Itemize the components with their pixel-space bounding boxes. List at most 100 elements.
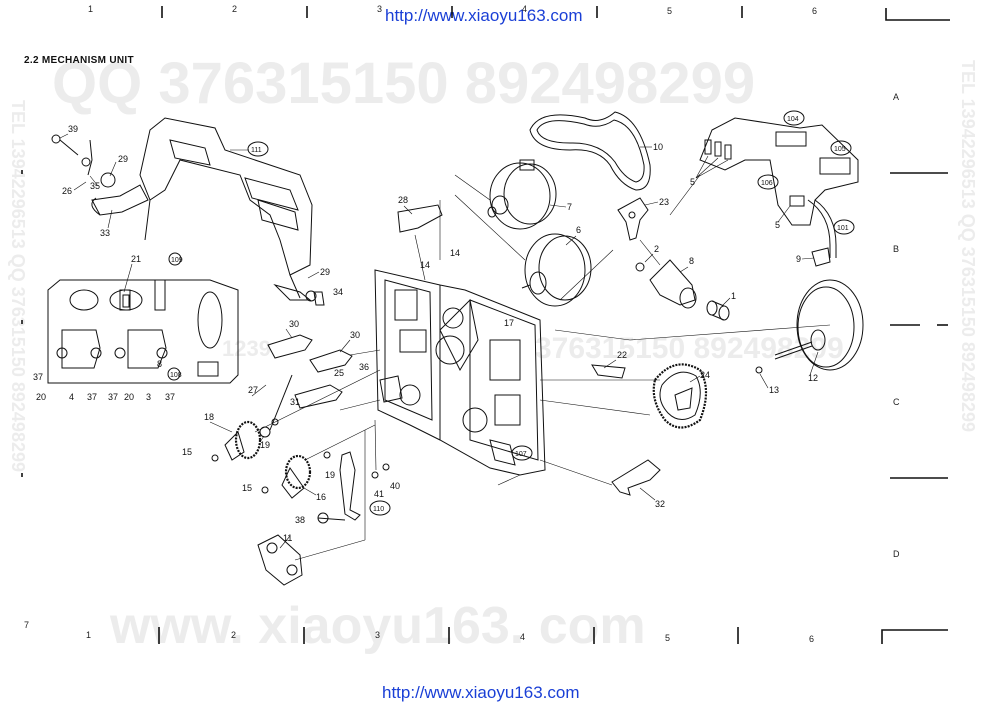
- label-37b: 37: [87, 392, 97, 402]
- label-8a: 8: [157, 359, 162, 369]
- label-5b: 5: [775, 220, 780, 230]
- label-leaders: [59, 133, 819, 549]
- levers-30-31: [267, 334, 353, 409]
- label-6: 6: [576, 225, 581, 235]
- label-15a: 15: [182, 447, 192, 457]
- col-top-2: 2: [232, 4, 238, 14]
- label-34: 34: [333, 287, 343, 297]
- label-22: 22: [617, 350, 627, 360]
- circled-callouts: [167, 110, 855, 516]
- inset-panel: [47, 279, 239, 384]
- gear-18: [224, 374, 293, 461]
- label-1: 1: [731, 291, 736, 301]
- url-bottom[interactable]: http://www.xiaoyu163.com: [382, 683, 580, 702]
- label-14a: 14: [420, 260, 430, 270]
- col-bottom-6: 6: [809, 634, 815, 644]
- label-109: 109: [171, 257, 183, 264]
- label-30a: 30: [289, 319, 299, 329]
- part-22: [591, 364, 626, 379]
- label-110: 110: [373, 506, 384, 513]
- col-bottom-2: 2: [231, 630, 237, 640]
- label-20b: 20: [124, 392, 134, 402]
- part-8: [649, 259, 697, 309]
- pcb-board: [699, 117, 859, 267]
- section-title: 2.2 MECHANISM UNIT: [24, 55, 134, 66]
- label-5a: 5: [690, 177, 695, 187]
- part-labels: 39 29 35 26 33 111 29 34 21 109 37 20 4 …: [33, 116, 849, 543]
- gear-24: [652, 363, 708, 429]
- label-36: 36: [359, 362, 369, 372]
- col-top-3: 3: [377, 4, 383, 14]
- label-105: 105: [834, 146, 846, 153]
- col-top-6: 6: [812, 6, 818, 16]
- label-7: 7: [567, 202, 572, 212]
- watermark-bottom: www. xiaoyu163. com: [110, 597, 646, 655]
- label-17: 17: [504, 318, 514, 328]
- part-1: [706, 300, 730, 321]
- flywheel: [774, 279, 864, 371]
- label-26: 26: [62, 186, 72, 196]
- motor-7: [487, 159, 557, 230]
- label-16: 16: [316, 492, 326, 502]
- label-32: 32: [655, 499, 665, 509]
- label-108a: 108: [170, 372, 182, 379]
- row-a: A: [893, 92, 900, 102]
- row-c: C: [893, 397, 900, 407]
- label-10: 10: [653, 142, 663, 152]
- label-19b: 19: [325, 470, 335, 480]
- label-38: 38: [295, 515, 305, 525]
- leader-lines: [254, 174, 831, 561]
- label-9: 9: [796, 254, 801, 264]
- lever-assembly: [51, 134, 149, 216]
- label-33: 33: [100, 228, 110, 238]
- label-31: 31: [290, 397, 300, 407]
- top-bracket: [139, 117, 313, 301]
- watermark-mid-left: 1239: [222, 336, 271, 361]
- frame-ticks: [21, 6, 950, 644]
- label-39: 39: [68, 124, 78, 134]
- col-top-4: 4: [522, 4, 528, 14]
- label-3: 3: [146, 392, 151, 402]
- label-2: 2: [654, 244, 659, 254]
- label-35: 35: [90, 181, 100, 191]
- label-14b: 14: [450, 248, 460, 258]
- page-number: 7: [24, 620, 30, 630]
- part-110: [339, 451, 361, 521]
- col-bottom-3: 3: [375, 630, 381, 640]
- label-23: 23: [659, 197, 669, 207]
- label-111: 111: [251, 147, 262, 154]
- label-24: 24: [700, 370, 710, 380]
- label-11: 11: [283, 533, 292, 543]
- main-chassis: [374, 269, 546, 476]
- part-28: [397, 204, 443, 233]
- label-41: 41: [374, 489, 384, 499]
- label-37d: 37: [165, 392, 175, 402]
- col-top-1: 1: [88, 4, 94, 14]
- motor-6: [521, 233, 592, 307]
- label-4: 4: [69, 392, 74, 402]
- label-28: 28: [398, 195, 408, 205]
- label-8b: 8: [689, 256, 694, 266]
- part-11: [257, 534, 303, 586]
- label-37c: 37: [108, 392, 118, 402]
- col-top-5: 5: [667, 6, 673, 16]
- url-top[interactable]: http://www.xiaoyu163.com: [385, 6, 583, 25]
- watermark-qq: QQ 376315150 892498299: [52, 51, 756, 116]
- label-101: 101: [837, 225, 849, 232]
- label-40: 40: [390, 481, 400, 491]
- label-106: 106: [761, 180, 773, 187]
- label-13: 13: [769, 385, 779, 395]
- label-29a: 29: [118, 154, 128, 164]
- label-21: 21: [131, 254, 141, 264]
- label-107: 107: [515, 451, 527, 458]
- label-20a: 20: [36, 392, 46, 402]
- label-37a: 37: [33, 372, 43, 382]
- label-15b: 15: [242, 483, 252, 493]
- gear-16: [281, 454, 312, 499]
- belt: [529, 111, 651, 191]
- label-30b: 30: [350, 330, 360, 340]
- label-27: 27: [248, 385, 258, 395]
- col-bottom-5: 5: [665, 633, 671, 643]
- col-bottom-1: 1: [86, 630, 92, 640]
